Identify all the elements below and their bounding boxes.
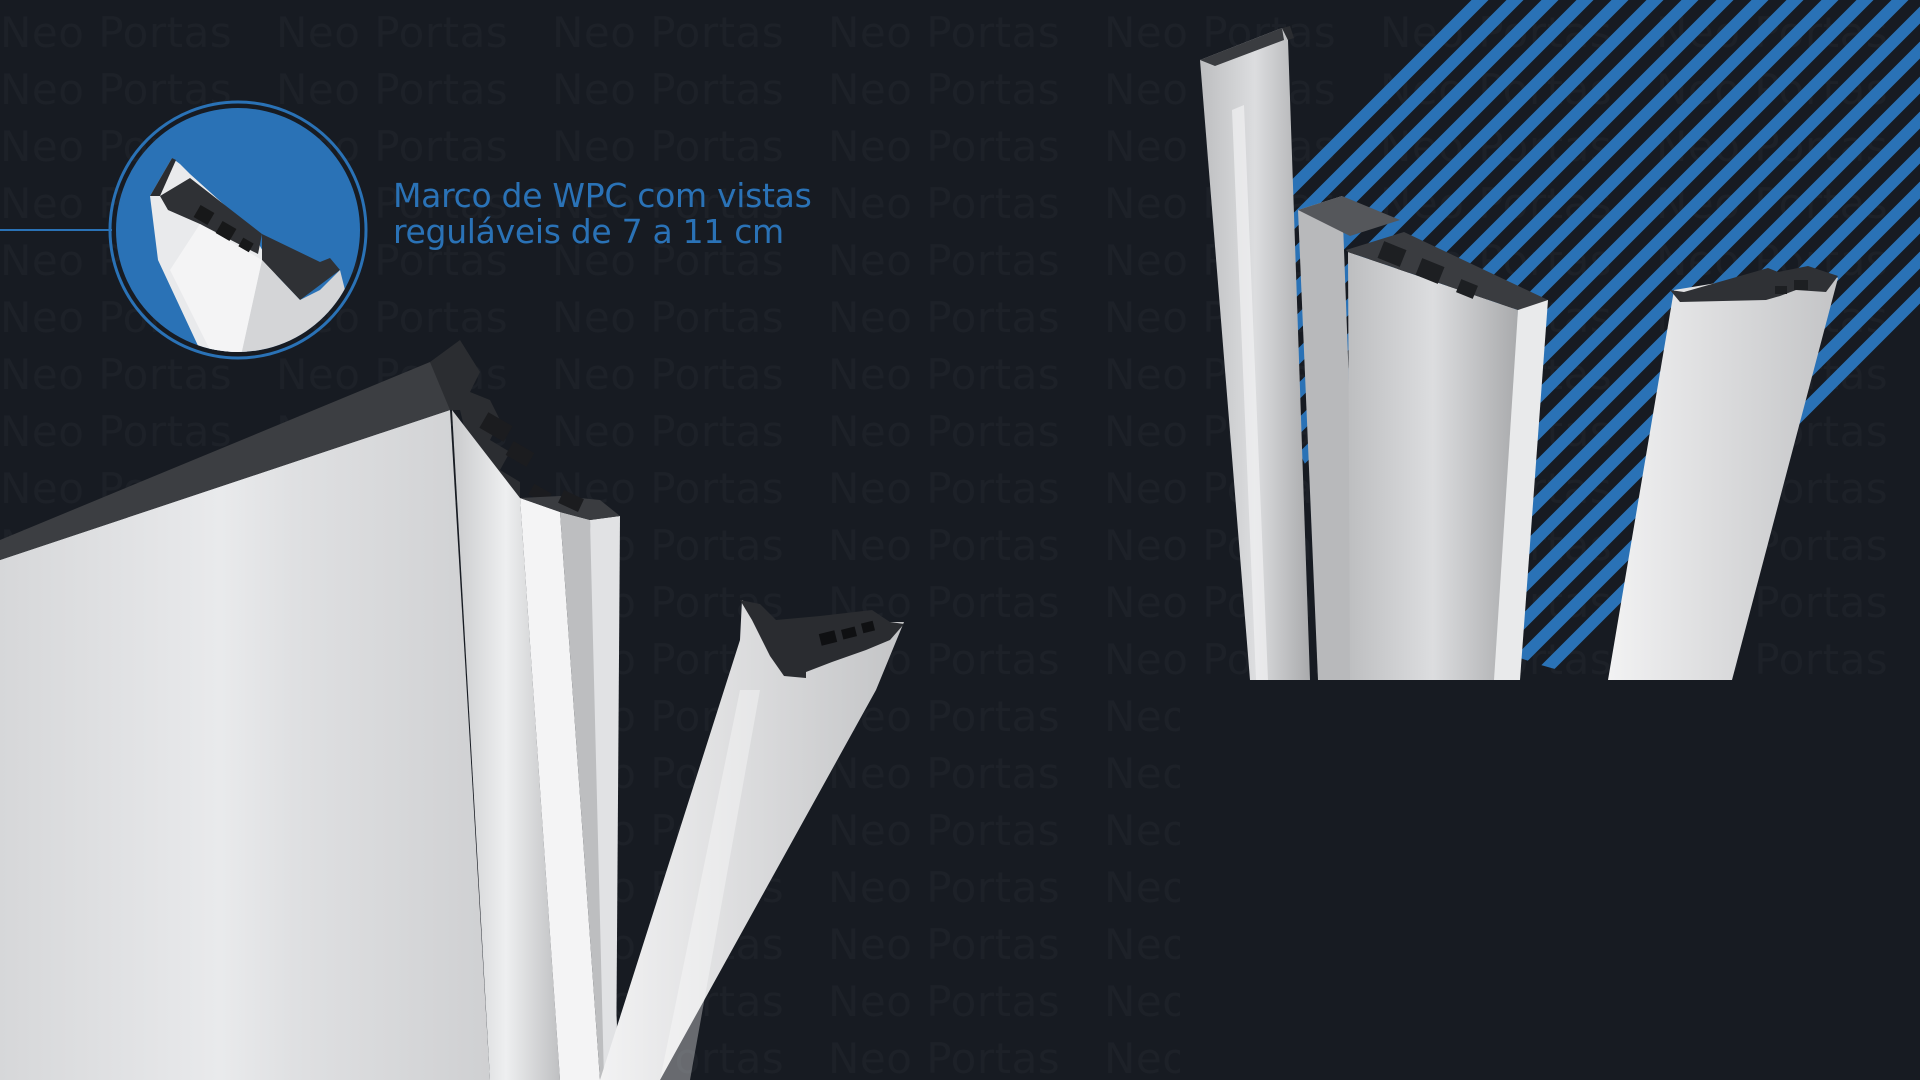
caption-line-1: Marco de WPC com vistas: [393, 176, 812, 215]
blue-stripe-circle: [1265, 0, 1920, 682]
frame-profiles-right: [1200, 26, 1838, 680]
detail-zoom-circle: [0, 100, 368, 360]
feature-caption: Marco de WPC com vistas reguláveis de 7 …: [393, 176, 812, 251]
caption-line-2: reguláveis de 7 a 11 cm: [393, 212, 784, 251]
stripe-mask: [1180, 680, 1920, 1080]
door-with-frame-left: [0, 340, 904, 1080]
